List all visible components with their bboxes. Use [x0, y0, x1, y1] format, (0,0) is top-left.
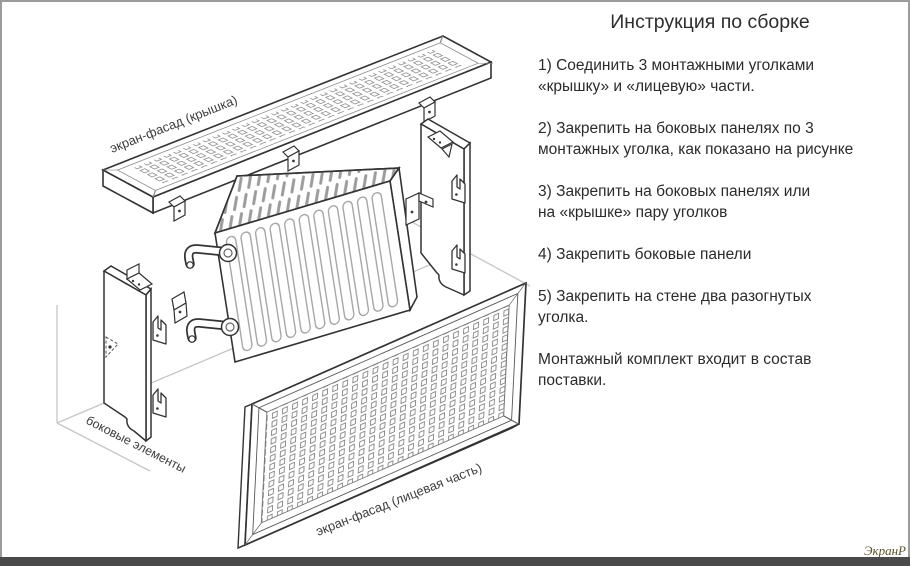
instruction-step-5: 5) Закрепить на стене два разогнутых уго… [538, 288, 812, 326]
instructions-list: 1) Соединить 3 монтажными уголками «крыш… [538, 55, 910, 412]
page-title: Инструкция по сборке [610, 11, 810, 33]
front-screen-panel [237, 281, 527, 550]
instruction-step-3: 3) Закрепить на боковых панелях или на «… [538, 183, 811, 221]
flat-wall-bracket-icon [171, 291, 188, 325]
corner-bracket-icon [405, 192, 434, 226]
hook-bracket-icon [152, 315, 167, 345]
instruction-note: Монтажный комплект входит в состав поста… [538, 351, 812, 389]
bottom-bar [0, 557, 910, 566]
brand-signature: ЭкранР [864, 543, 906, 558]
radiator-ribs [225, 191, 399, 352]
cover-perforation [102, 36, 493, 198]
right-side-panel [405, 118, 472, 297]
radiator-pipes [183, 243, 240, 343]
left-side-panel [102, 263, 188, 443]
front-panel-perforation [244, 282, 526, 546]
hook-bracket-icon [152, 388, 167, 418]
corner-bracket-icon [125, 263, 154, 291]
corner-bracket-icon [426, 130, 455, 159]
assembly-diagram: экран-фасад (крышка) боковые элементы эк… [56, 35, 531, 550]
radiator [213, 165, 418, 364]
instruction-step-4: 4) Закрепить боковые панели [538, 246, 752, 263]
hidden-bracket-marker [105, 336, 119, 359]
instruction-step-1: 1) Соединить 3 монтажными уголками «крыш… [538, 57, 815, 95]
instruction-step-2: 2) Закрепить на боковых панелях по 3 мон… [538, 120, 854, 158]
